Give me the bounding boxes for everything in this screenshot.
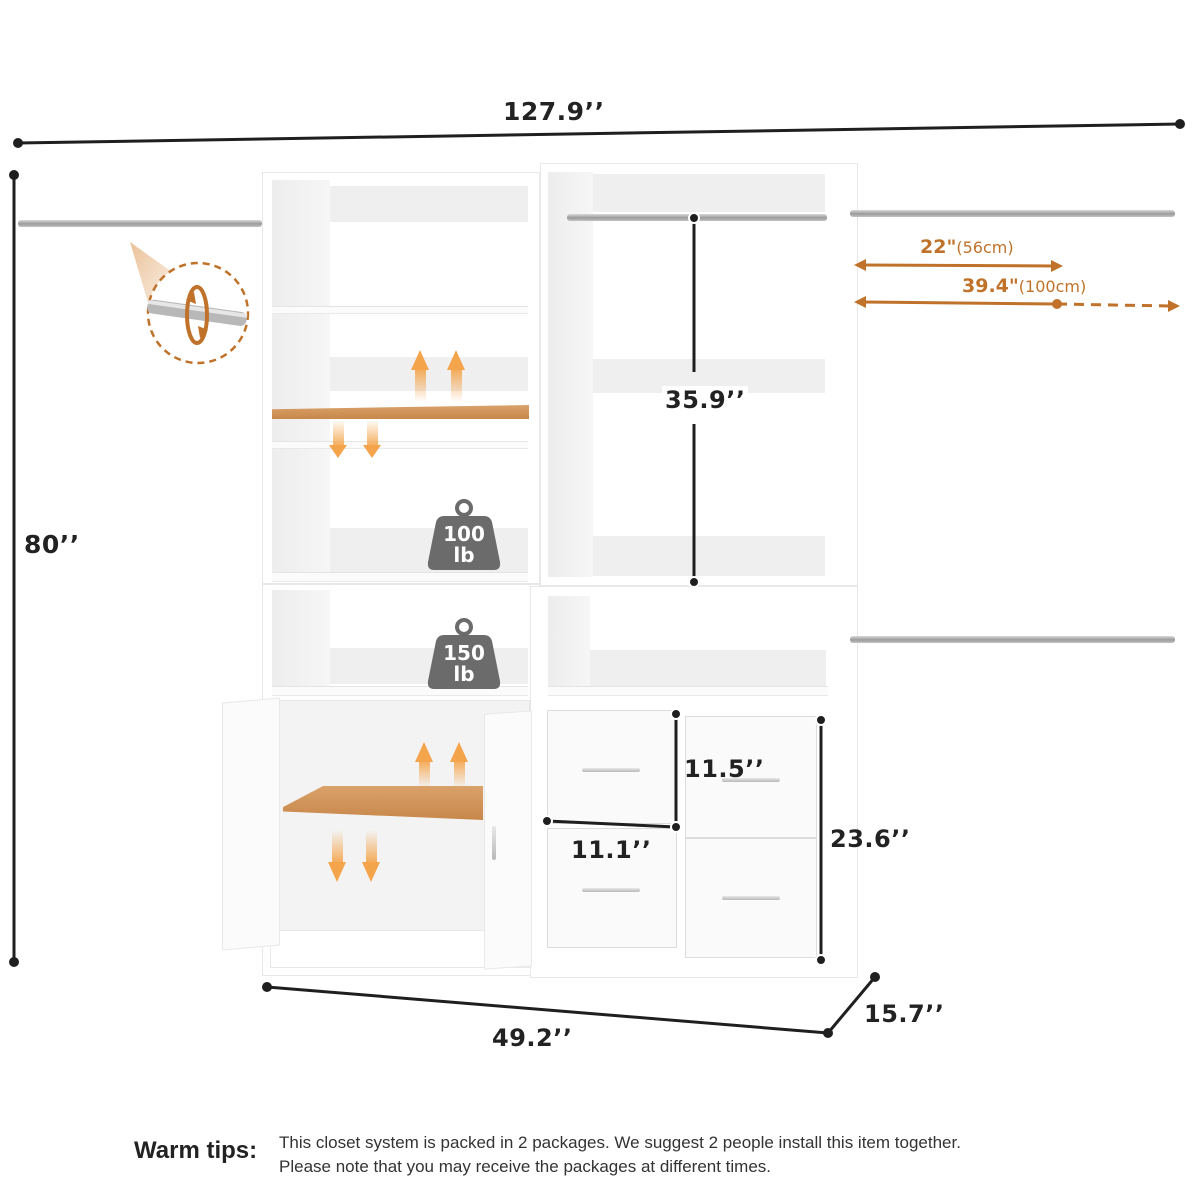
extension-max-label: 39.4"(100cm) <box>962 275 1086 297</box>
extension-min-label: 22"(56cm) <box>920 236 1014 258</box>
right-upper-side-panel <box>548 172 593 577</box>
cabinet-width-label: 49.2’’ <box>492 1024 573 1052</box>
drawer-stack-height-line <box>815 714 827 966</box>
weight-icon-150lb <box>427 618 501 689</box>
drawer-top-right[interactable] <box>685 716 817 838</box>
extension-min-value: 22" <box>920 236 957 258</box>
drawer-handle[interactable] <box>722 778 780 782</box>
extension-max-metric: (100cm) <box>1018 277 1087 296</box>
weight-capacity-100-unit: lb <box>453 543 475 567</box>
rod-twist-lock-callout <box>130 242 250 365</box>
right-upper-top-back <box>593 174 825 212</box>
total-width-label: 127.9’’ <box>503 97 605 126</box>
drawer-handle[interactable] <box>582 768 640 772</box>
shelf-adjust-arrows-upper <box>329 350 465 458</box>
left-shelf-1 <box>272 306 528 314</box>
right-extendable-rod-lower <box>850 636 1175 643</box>
extension-arrow-min <box>854 259 1063 272</box>
right-bottom-back <box>593 536 825 576</box>
height-label: 80’’ <box>24 530 80 559</box>
door-handle[interactable] <box>492 826 496 860</box>
weight-capacity-150-value: 150 <box>443 641 485 665</box>
left-upper-side-panel <box>272 180 330 575</box>
weight-capacity-150-unit: lb <box>453 662 475 686</box>
weight-icon-100lb <box>427 499 501 570</box>
warm-tips-line-1: This closet system is packed in 2 packag… <box>279 1133 961 1152</box>
width-dimension-line <box>13 119 1185 148</box>
drawer-width-label: 11.1’’ <box>571 836 652 864</box>
right-lower-side-panel <box>548 596 590 686</box>
left-lower-side-panel <box>272 590 330 688</box>
left-extendable-rod <box>18 220 262 227</box>
drawer-stack-height-label: 23.6’’ <box>830 825 911 853</box>
warm-tips-line-2: Please note that you may receive the pac… <box>279 1157 772 1176</box>
depth-line <box>826 972 880 1034</box>
right-lower-shelf <box>548 686 828 696</box>
hanging-height-label: 35.9’’ <box>662 386 749 414</box>
extension-min-metric: (56cm) <box>956 238 1014 257</box>
extension-max-value: 39.4" <box>962 275 1019 297</box>
left-lower-shelf <box>272 686 528 696</box>
hanging-height-line <box>688 212 700 588</box>
weight-capacity-100-value: 100 <box>443 522 485 546</box>
left-upper-top-back <box>330 186 528 222</box>
drawer-height-label: 11.5’’ <box>684 755 765 783</box>
right-lower-back <box>590 650 826 686</box>
drawer-dimension-lines <box>541 708 682 833</box>
drawer-top-left[interactable] <box>547 710 677 824</box>
height-dimension-line <box>9 170 19 967</box>
drawer-handle[interactable] <box>722 896 780 900</box>
right-extendable-rod-upper <box>850 210 1175 217</box>
left-shelf-2 <box>272 441 528 449</box>
depth-label: 15.7’’ <box>864 1000 945 1028</box>
extension-arrow-max <box>854 296 1180 312</box>
drawer-handle[interactable] <box>582 888 640 892</box>
left-shelf-3 <box>272 572 528 582</box>
warm-tips-title: Warm tips: <box>134 1137 258 1164</box>
adjustable-shelf-upper <box>272 405 529 419</box>
shelf-adjust-arrows-cabinet <box>328 742 468 882</box>
left-back-strip-1 <box>330 357 528 391</box>
